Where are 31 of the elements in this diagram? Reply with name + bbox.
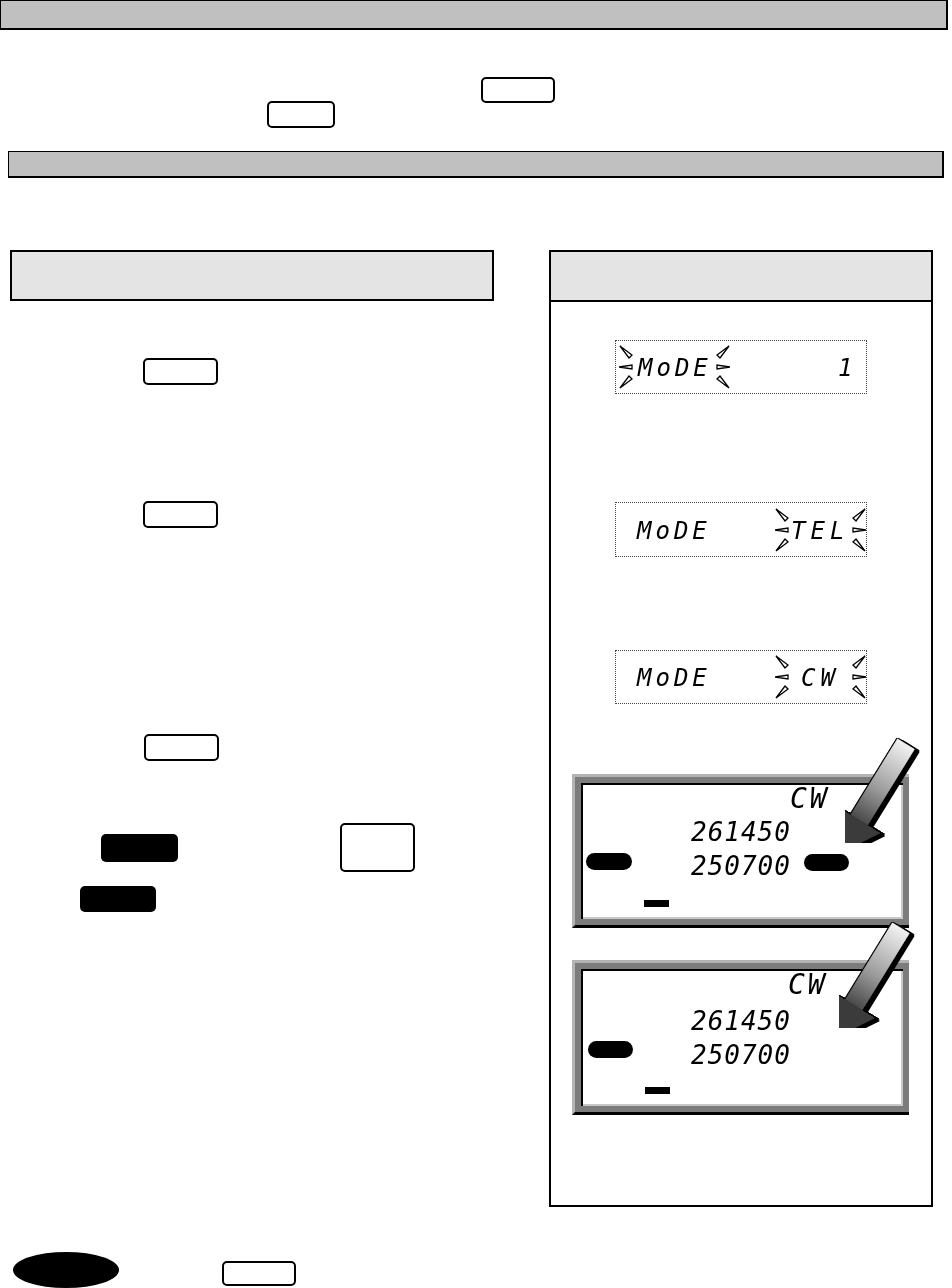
indicator-pill — [588, 1041, 633, 1058]
key-symbol — [267, 101, 335, 128]
key-symbol — [143, 358, 218, 385]
inverted-key-symbol — [101, 834, 178, 862]
display-text: MoDE — [637, 666, 711, 690]
display-text: 1 — [838, 356, 857, 380]
key-symbol — [340, 823, 415, 872]
key-symbol — [143, 501, 218, 528]
frequency-readout: 261450 — [691, 1008, 791, 1034]
display-text: CW — [801, 666, 840, 690]
lcd-screen — [572, 960, 909, 1115]
indicator-pill — [804, 854, 849, 871]
display-text: MoDE — [638, 356, 712, 380]
key-symbol — [222, 1261, 296, 1286]
display-text: TEL — [791, 519, 850, 543]
frequency-readout: 250700 — [691, 853, 791, 879]
lcd-display — [615, 502, 867, 557]
mode-indicator: CW — [790, 785, 830, 813]
lcd-display — [615, 650, 867, 704]
key-symbol — [144, 734, 219, 761]
frequency-readout: 250700 — [691, 1042, 791, 1068]
pointer-arrow — [837, 738, 915, 854]
key-symbol — [481, 77, 555, 103]
inverted-key-symbol — [80, 886, 156, 912]
lcd-display — [615, 340, 867, 394]
display-text: MoDE — [637, 519, 711, 543]
lcd-screen — [572, 774, 909, 928]
display-panel — [549, 250, 933, 1207]
mode-indicator: CW — [788, 971, 828, 999]
frequency-readout: 261450 — [691, 819, 791, 845]
indicator-pill — [586, 853, 632, 870]
